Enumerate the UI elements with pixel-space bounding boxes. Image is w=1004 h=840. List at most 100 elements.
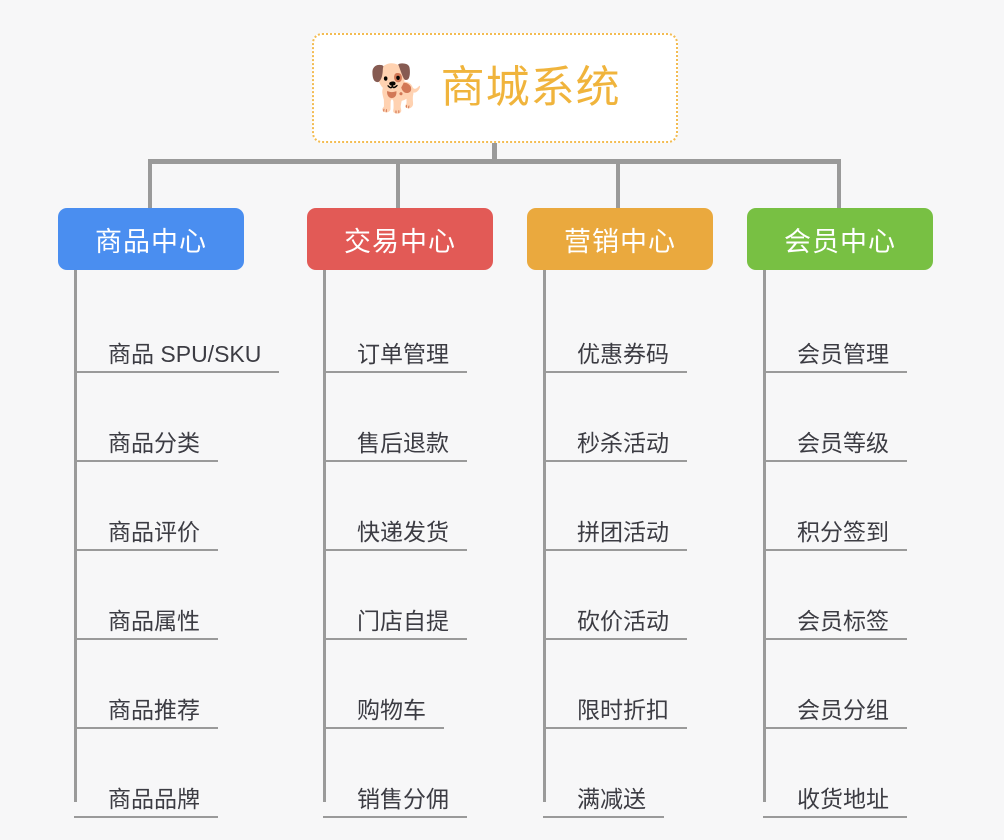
list-item-underline xyxy=(74,727,218,729)
list-item-label: 门店自提 xyxy=(357,607,449,634)
list-item-underline xyxy=(763,816,907,818)
list-item-label: 商品品牌 xyxy=(108,785,200,812)
list-item[interactable]: 门店自提 xyxy=(323,551,517,640)
list-item-label: 购物车 xyxy=(357,696,426,723)
list-item[interactable]: 商品 SPU/SKU xyxy=(74,284,288,373)
list-item[interactable]: 优惠券码 xyxy=(543,284,737,373)
item-list: 商品 SPU/SKU 商品分类商品评价商品属性商品推荐商品品牌 xyxy=(58,270,288,818)
list-item-label: 会员分组 xyxy=(797,696,889,723)
list-item[interactable]: 积分签到 xyxy=(763,462,957,551)
list-item-label: 拼团活动 xyxy=(577,518,669,545)
connector-bus xyxy=(148,159,841,164)
list-item-underline xyxy=(543,549,687,551)
list-item-label: 会员等级 xyxy=(797,429,889,456)
list-item-label: 满减送 xyxy=(577,785,646,812)
connector-drop-4 xyxy=(837,159,841,209)
branch-column-marketing-center: 营销中心优惠券码秒杀活动拼团活动砍价活动限时折扣满减送 xyxy=(527,208,737,818)
list-item-underline xyxy=(74,549,218,551)
item-list: 会员管理会员等级积分签到会员标签会员分组收货地址 xyxy=(747,270,957,818)
list-item-underline xyxy=(763,727,907,729)
list-item-underline xyxy=(323,727,444,729)
list-item-label: 积分签到 xyxy=(797,518,889,545)
list-item[interactable]: 会员等级 xyxy=(763,373,957,462)
list-item-underline xyxy=(763,549,907,551)
list-item-underline xyxy=(74,816,218,818)
list-item-underline xyxy=(323,549,467,551)
list-item-label: 优惠券码 xyxy=(577,340,669,367)
category-label: 商品中心 xyxy=(95,226,207,257)
category-box-product-center[interactable]: 商品中心 xyxy=(58,208,244,270)
list-item-underline xyxy=(543,816,664,818)
connector-drop-2 xyxy=(396,159,400,209)
category-label: 交易中心 xyxy=(344,226,456,257)
list-item-label: 会员管理 xyxy=(797,340,889,367)
list-item[interactable]: 拼团活动 xyxy=(543,462,737,551)
list-spine xyxy=(763,270,766,802)
list-item-underline xyxy=(763,460,907,462)
list-item-label: 商品属性 xyxy=(108,607,200,634)
list-item[interactable]: 商品评价 xyxy=(74,462,288,551)
list-item-label: 订单管理 xyxy=(357,340,449,367)
list-item-underline xyxy=(543,460,687,462)
list-item[interactable]: 限时折扣 xyxy=(543,640,737,729)
list-item[interactable]: 快递发货 xyxy=(323,462,517,551)
list-item-label: 会员标签 xyxy=(797,607,889,634)
list-item[interactable]: 收货地址 xyxy=(763,729,957,818)
list-item-underline xyxy=(323,638,467,640)
list-item-underline xyxy=(543,371,687,373)
list-item-underline xyxy=(323,460,467,462)
root-title: 商城系统 xyxy=(440,63,621,112)
list-item[interactable]: 商品分类 xyxy=(74,373,288,462)
list-item-underline xyxy=(323,371,467,373)
list-item-label: 商品推荐 xyxy=(108,696,200,723)
list-item-label: 秒杀活动 xyxy=(577,429,669,456)
connector-drop-1 xyxy=(148,159,152,209)
list-item-underline xyxy=(74,460,218,462)
list-item[interactable]: 商品品牌 xyxy=(74,729,288,818)
category-box-member-center[interactable]: 会员中心 xyxy=(747,208,933,270)
list-item[interactable]: 满减送 xyxy=(543,729,737,818)
list-item-underline xyxy=(323,816,467,818)
category-box-trade-center[interactable]: 交易中心 xyxy=(307,208,493,270)
list-item-underline xyxy=(74,638,218,640)
root-node[interactable]: 🐕 商城系统 xyxy=(312,33,678,143)
list-item-label: 销售分佣 xyxy=(357,785,449,812)
list-item-label: 商品 SPU/SKU xyxy=(108,340,262,367)
list-spine xyxy=(543,270,546,802)
list-item[interactable]: 会员分组 xyxy=(763,640,957,729)
list-item-label: 售后退款 xyxy=(357,429,449,456)
item-list: 订单管理售后退款快递发货门店自提购物车销售分佣 xyxy=(307,270,517,818)
branch-column-product-center: 商品中心商品 SPU/SKU 商品分类商品评价商品属性商品推荐商品品牌 xyxy=(58,208,288,818)
connector-stem xyxy=(492,143,497,163)
connector-drop-3 xyxy=(616,159,620,209)
shiba-dog-icon: 🐕 xyxy=(369,62,427,114)
list-item[interactable]: 商品属性 xyxy=(74,551,288,640)
list-item-label: 限时折扣 xyxy=(577,696,669,723)
list-item[interactable]: 售后退款 xyxy=(323,373,517,462)
list-item[interactable]: 秒杀活动 xyxy=(543,373,737,462)
list-item[interactable]: 商品推荐 xyxy=(74,640,288,729)
list-item-label: 砍价活动 xyxy=(577,607,669,634)
branch-column-trade-center: 交易中心订单管理售后退款快递发货门店自提购物车销售分佣 xyxy=(307,208,517,818)
list-item-label: 商品评价 xyxy=(108,518,200,545)
category-box-marketing-center[interactable]: 营销中心 xyxy=(527,208,713,270)
list-spine xyxy=(323,270,326,802)
list-item-underline xyxy=(74,371,279,373)
list-item-underline xyxy=(763,371,907,373)
item-list: 优惠券码秒杀活动拼团活动砍价活动限时折扣满减送 xyxy=(527,270,737,818)
list-item-label: 商品分类 xyxy=(108,429,200,456)
list-item[interactable]: 销售分佣 xyxy=(323,729,517,818)
list-item-underline xyxy=(543,727,687,729)
list-item-label: 快递发货 xyxy=(357,518,449,545)
list-item[interactable]: 会员标签 xyxy=(763,551,957,640)
list-item[interactable]: 购物车 xyxy=(323,640,517,729)
branch-column-member-center: 会员中心会员管理会员等级积分签到会员标签会员分组收货地址 xyxy=(747,208,957,818)
list-item[interactable]: 会员管理 xyxy=(763,284,957,373)
list-item[interactable]: 砍价活动 xyxy=(543,551,737,640)
list-item[interactable]: 订单管理 xyxy=(323,284,517,373)
list-item-label: 收货地址 xyxy=(797,785,889,812)
list-spine xyxy=(74,270,77,802)
category-label: 营销中心 xyxy=(564,226,676,257)
